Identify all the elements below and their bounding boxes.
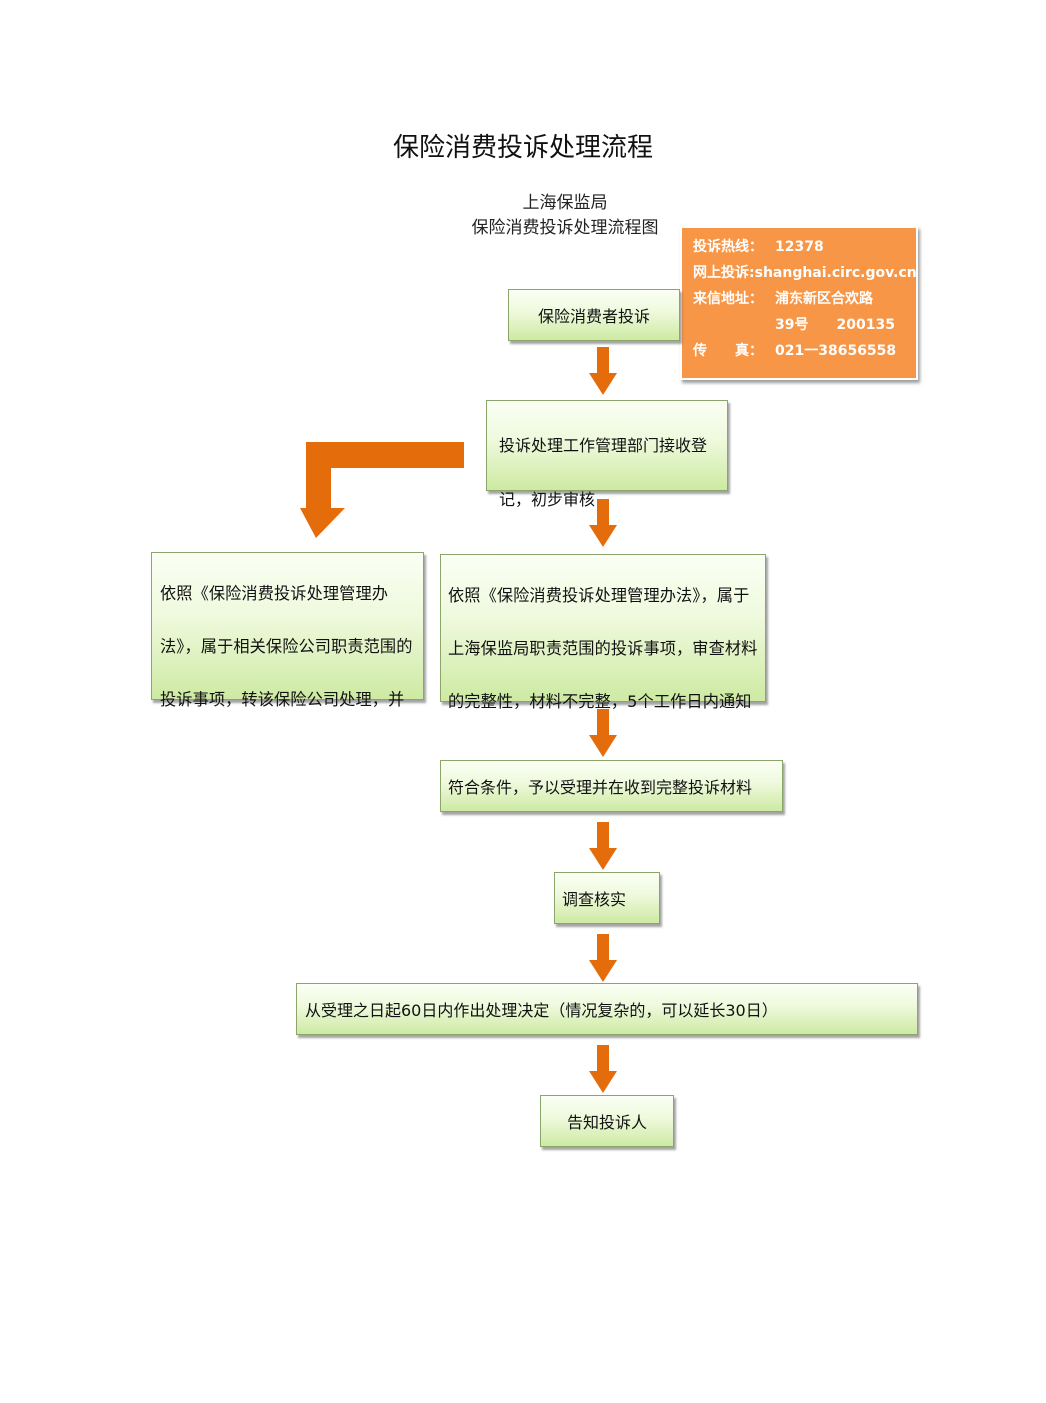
- fax-label: 传 真：: [693, 343, 763, 359]
- step-accept-box: 符合条件，予以受理并在收到完整投诉材料: [440, 760, 783, 812]
- step-transfer-label: 依照《保险消费投诉处理管理办法》，属于相关保险公司职责范围的投诉事项，转该保险公…: [160, 584, 413, 709]
- arrow-down-icon: [589, 934, 617, 982]
- mail-label: 来信地址：: [693, 291, 763, 307]
- online-value: shanghai.circ.gov.cn: [754, 265, 917, 281]
- contact-fax: 传 真： 021一38656558: [693, 338, 916, 364]
- subtitle-chart-name: 保险消费投诉处理流程图: [471, 218, 659, 238]
- contact-mail: 来信地址： 浦东新区合欢路: [693, 286, 916, 312]
- fax-value: 021一38656558: [775, 343, 897, 359]
- mail-value-line2: 39号 200135: [775, 317, 895, 333]
- step-register-box: 投诉处理工作管理部门接收登记，初步审核: [486, 400, 728, 509]
- step-notify-box: 告知投诉人: [540, 1095, 674, 1147]
- online-label: 网上投诉:: [693, 265, 755, 281]
- contact-info-box: 投诉热线： 12378 网上投诉:shanghai.circ.gov.cn 来信地…: [680, 226, 918, 380]
- contact-mail-cont: 39号 200135: [693, 312, 916, 338]
- step-transfer-box: 依照《保险消费投诉处理管理办法》，属于相关保险公司职责范围的投诉事项，转该保险公…: [151, 552, 424, 709]
- arrow-down-icon: [589, 1045, 617, 1093]
- branch-arrow-icon: [300, 442, 466, 538]
- page-title: 保险消费投诉处理流程: [392, 133, 653, 163]
- step-decision-box: 从受理之日起60日内作出处理决定（情况复杂的，可以延长30日）: [296, 983, 918, 1035]
- step-complaint-label: 保险消费者投诉: [537, 307, 650, 326]
- contact-online: 网上投诉:shanghai.circ.gov.cn: [693, 260, 917, 286]
- arrow-down-icon: [589, 499, 617, 547]
- step-investigate-label: 调查核实: [562, 890, 627, 909]
- mail-value-line1: 浦东新区合欢路: [775, 291, 873, 307]
- subtitle-org: 上海保监局: [522, 193, 608, 213]
- step-investigate-box: 调查核实: [554, 872, 660, 924]
- step-review-box: 依照《保险消费投诉处理管理办法》，属于上海保监局职责范围的投诉事项，审查材料的完…: [440, 554, 766, 711]
- hotline-label: 投诉热线：: [693, 239, 763, 255]
- step-accept-label: 符合条件，予以受理并在收到完整投诉材料: [448, 778, 753, 797]
- step-register-label: 投诉处理工作管理部门接收登记，初步审核: [499, 436, 708, 509]
- arrow-down-icon: [589, 709, 617, 757]
- step-decision-label: 从受理之日起60日内作出处理决定（情况复杂的，可以延长30日）: [305, 1001, 778, 1020]
- step-review-label: 依照《保险消费投诉处理管理办法》，属于上海保监局职责范围的投诉事项，审查材料的完…: [448, 586, 758, 711]
- arrow-down-icon: [589, 822, 617, 870]
- step-complaint-box: 保险消费者投诉: [508, 289, 680, 341]
- hotline-value: 12378: [775, 239, 824, 255]
- contact-hotline: 投诉热线： 12378: [693, 234, 916, 260]
- step-notify-label: 告知投诉人: [566, 1113, 647, 1132]
- arrow-down-icon: [589, 347, 617, 395]
